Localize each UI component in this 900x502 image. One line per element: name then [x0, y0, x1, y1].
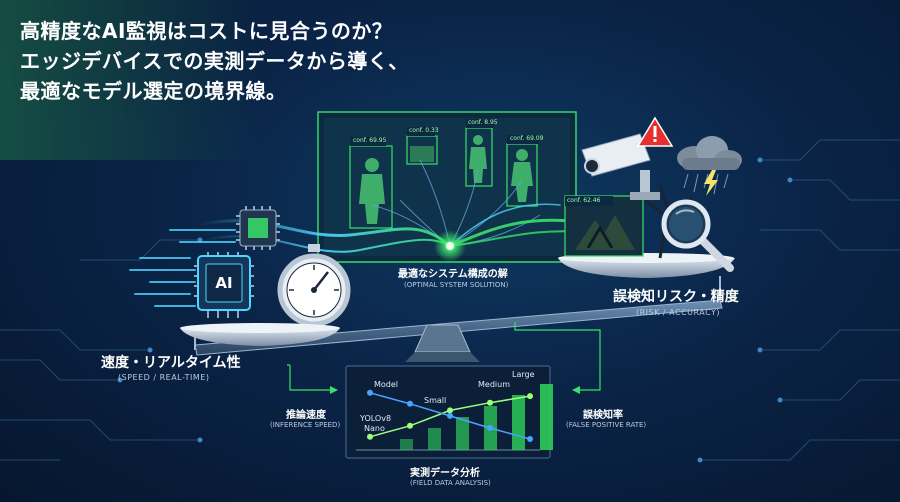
risk-sublabel: (RISK / ACCURACY): [636, 308, 721, 317]
chart-line-rising-point: [527, 393, 533, 400]
chart-bar: [456, 417, 469, 450]
chart-lines: [367, 389, 533, 442]
cpu-chip-icon: [236, 206, 280, 250]
chart-label-medium: Medium: [478, 380, 510, 389]
chart-bar: [540, 384, 553, 450]
chart-line-rising-point: [447, 407, 453, 414]
chart-line-falling-point: [367, 389, 373, 396]
detection-conf-2: conf. 0.33: [409, 127, 439, 134]
headline-line-3: 最適なモデル選定の境界線。: [20, 79, 287, 103]
connector-arrow-right: [572, 386, 580, 394]
chart-line-falling-point: [447, 412, 453, 419]
center-label: 最適なシステム構成の解: [398, 269, 508, 280]
chart-line-rising-point: [407, 422, 413, 429]
inference-speed-sublabel: (INFERENCE SPEED): [270, 421, 341, 429]
false-positive-sublabel: (FALSE POSITIVE RATE): [566, 421, 647, 429]
risk-label: 誤検知リスク・精度: [613, 289, 739, 305]
speed-sublabel: (SPEED / REAL-TIME): [118, 373, 210, 382]
ai-chip-icon: [194, 252, 254, 318]
magnifier-icon: [661, 199, 734, 272]
speed-lines: [129, 229, 236, 307]
detection-conf-4: conf. 69.09: [510, 135, 544, 142]
chart-axis-label-nano: Nano: [364, 424, 385, 433]
chart-line-rising-point: [487, 399, 493, 406]
headline-line-2: エッジデバイスでの実測データから導く、: [20, 49, 409, 73]
chart-label-model: Model: [374, 380, 399, 389]
alert-icon: [636, 116, 674, 147]
chart-bar: [428, 428, 441, 450]
headline: 高精度なAI監視はコストに見合うのか？ エッジデバイスでの実測データから導く、 …: [20, 16, 409, 106]
chart-bar: [400, 439, 413, 450]
connector-arrow-left: [330, 386, 338, 394]
chart-axis-label-yolov8: YOLOv8: [360, 414, 392, 423]
headline-line-1: 高精度なAI監視はコストに見合うのか？: [20, 19, 393, 43]
detection-conf-3: conf. 8.95: [468, 119, 498, 126]
security-camera-icon: [581, 133, 660, 200]
chart-line-rising-point: [367, 433, 373, 440]
false-positive-label: 誤検知率: [583, 410, 623, 421]
solution-point: [446, 242, 454, 250]
chart-line-falling-point: [487, 425, 493, 431]
circuit-traces: [0, 139, 900, 461]
inference-speed-label: 推論速度: [286, 410, 326, 421]
balance-scale: [180, 253, 735, 362]
ambient-glow: [0, 0, 260, 160]
storm-cloud-icon: [677, 136, 742, 196]
field-data-label: 実測データ分析: [410, 468, 480, 479]
chart-line-falling-point: [407, 400, 413, 407]
detection-labels: [350, 119, 539, 146]
chart-label-small: Small: [424, 396, 447, 405]
risk-camera-view: [564, 195, 644, 257]
chart-connectors: [287, 322, 601, 391]
monitor-people: [359, 135, 533, 224]
chart-label-large: Large: [512, 370, 535, 379]
center-sublabel: (OPTIMAL SYSTEM SOLUTION): [404, 281, 509, 289]
stopwatch-icon: [277, 244, 351, 327]
detection-conf-1: conf. 69.95: [353, 137, 387, 144]
field-data-sublabel: (FIELD DATA ANALYSIS): [410, 479, 491, 487]
risk-detection-conf: conf. 62.46: [567, 197, 601, 204]
ai-chip-label: AI: [215, 274, 233, 292]
chart-line-falling-point: [527, 436, 533, 442]
speed-label: 速度・リアルタイム性: [101, 355, 241, 371]
chart-bar: [512, 395, 525, 450]
